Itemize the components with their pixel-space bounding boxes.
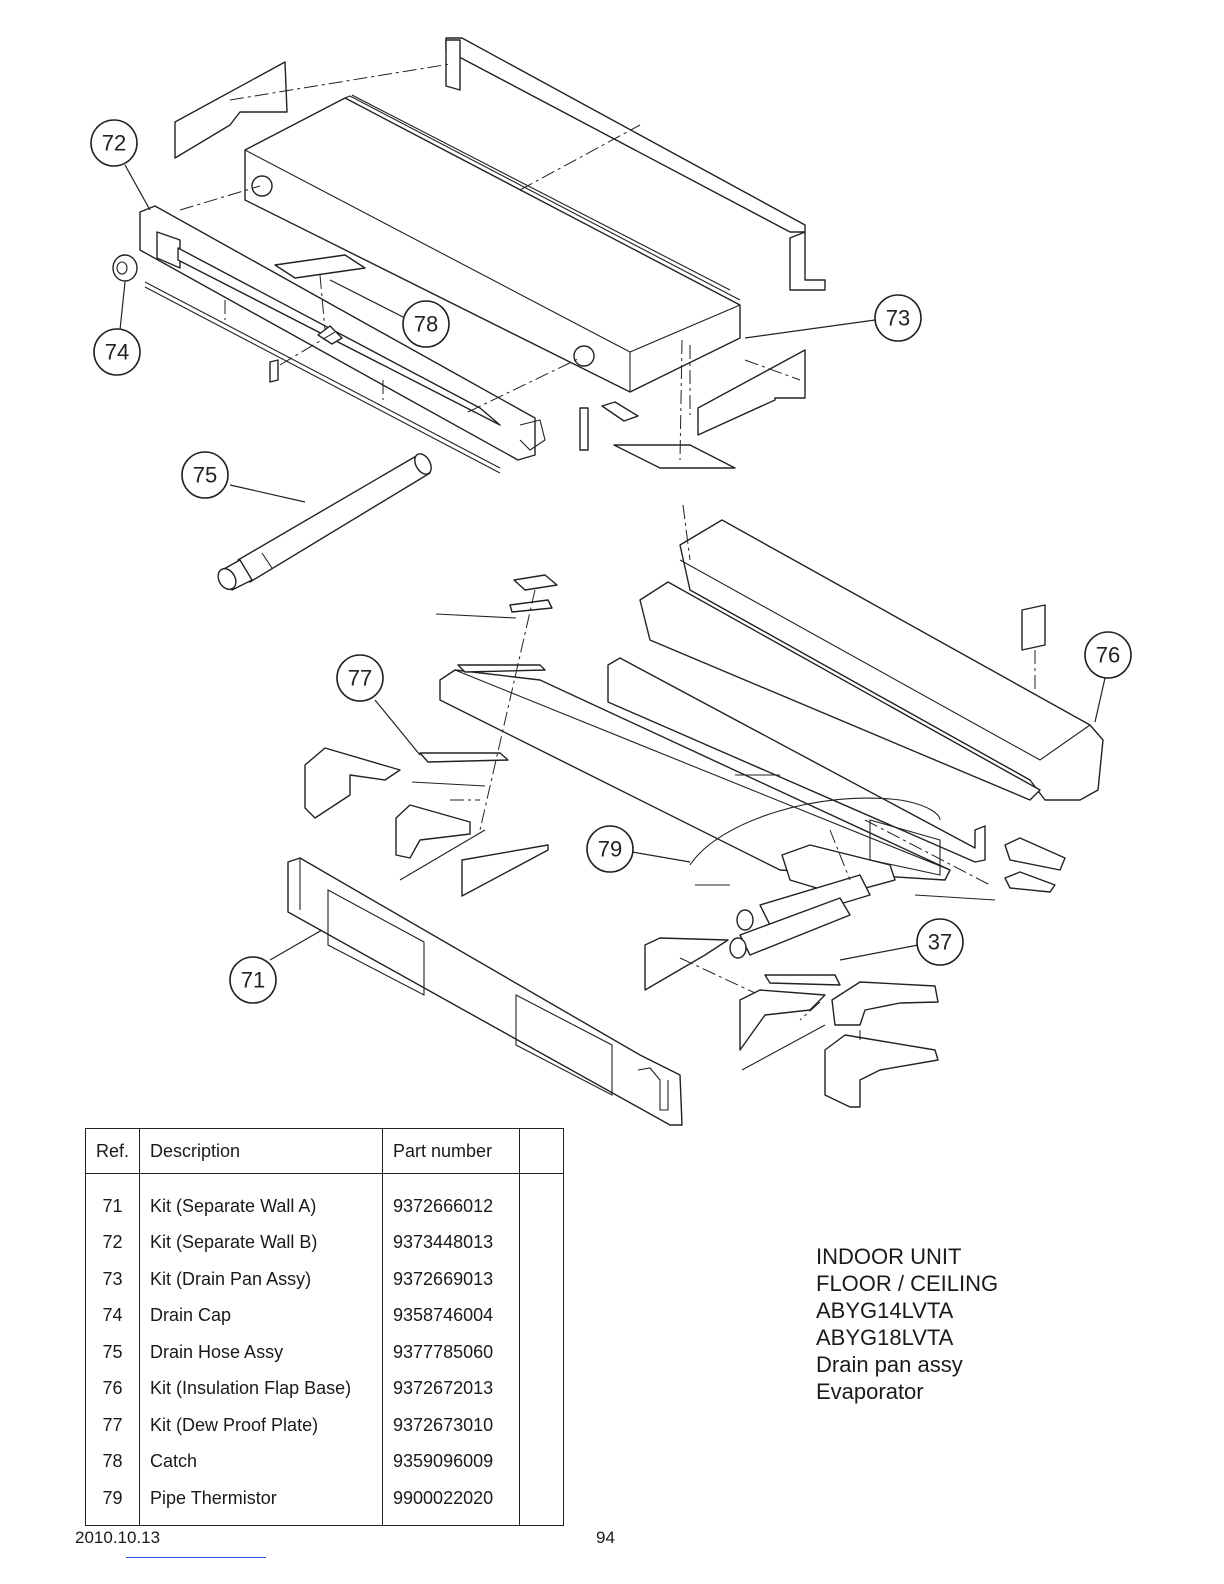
row-part-number: 9373448013 <box>382 1224 521 1261</box>
header-part-number: Part number <box>382 1128 521 1174</box>
exploded-parts-diagram: 72 74 78 73 75 76 77 79 37 71 <box>90 37 1132 1126</box>
table-row: 78 Catch 9359096009 <box>84 1443 565 1480</box>
table-row: 71 Kit (Separate Wall A) 9372666012 <box>84 1173 565 1225</box>
row-extra <box>519 1173 565 1225</box>
row-extra <box>519 1480 565 1525</box>
footer-date: 2010.10.13 <box>75 1528 161 1547</box>
callout-74-label: 74 <box>105 340 129 365</box>
callout-37: 37 <box>916 918 964 966</box>
model-info: INDOOR UNIT FLOOR / CEILING ABYG14LVTA A… <box>816 1243 998 1405</box>
assembly-name: Drain pan assy <box>816 1352 963 1377</box>
callout-76: 76 <box>1084 631 1132 679</box>
row-ref: 75 <box>84 1334 141 1371</box>
header-description: Description <box>139 1128 384 1174</box>
row-description: Kit (Separate Wall A) <box>139 1173 384 1225</box>
row-description: Drain Cap <box>139 1297 384 1334</box>
row-part-number: 9372669013 <box>382 1261 521 1298</box>
row-extra <box>519 1224 565 1261</box>
row-ref: 74 <box>84 1297 141 1334</box>
row-description: Catch <box>139 1443 384 1480</box>
model-number-2: ABYG18LVTA <box>816 1325 954 1350</box>
callout-71: 71 <box>229 956 277 1004</box>
leader-lines <box>119 164 1106 961</box>
row-extra <box>519 1370 565 1407</box>
row-ref: 72 <box>84 1224 141 1261</box>
insulation-flap-base <box>607 504 1104 863</box>
page-number: 94 <box>596 1528 615 1547</box>
row-description: Kit (Separate Wall B) <box>139 1224 384 1261</box>
callout-72-label: 72 <box>102 131 126 156</box>
callout-75: 75 <box>181 451 229 499</box>
parts-table: Ref. Description Part number 71 Kit (Sep… <box>84 1128 565 1526</box>
evaporator <box>439 669 1066 959</box>
callout-73: 73 <box>874 294 922 342</box>
unit-type: INDOOR UNIT <box>816 1244 962 1269</box>
table-row: 75 Drain Hose Assy 9377785060 <box>84 1334 565 1371</box>
callout-76-label: 76 <box>1096 643 1120 668</box>
table-row: 72 Kit (Separate Wall B) 9373448013 <box>84 1224 565 1261</box>
table-header-row: Ref. Description Part number <box>84 1128 565 1174</box>
row-part-number: 9372666012 <box>382 1173 521 1225</box>
row-description: Pipe Thermistor <box>139 1480 384 1525</box>
row-part-number: 9358746004 <box>382 1297 521 1334</box>
row-part-number: 9372672013 <box>382 1370 521 1407</box>
callout-73-label: 73 <box>886 306 910 331</box>
drain-cap <box>112 254 138 282</box>
row-ref: 79 <box>84 1480 141 1525</box>
row-ref: 78 <box>84 1443 141 1480</box>
table-row: 76 Kit (Insulation Flap Base) 9372672013 <box>84 1370 565 1407</box>
model-number-1: ABYG14LVTA <box>816 1298 954 1323</box>
subassembly-name: Evaporator <box>816 1379 924 1404</box>
footer-link-underline[interactable] <box>126 1557 266 1558</box>
header-ref: Ref. <box>84 1128 141 1174</box>
callout-72: 72 <box>90 119 138 167</box>
separate-wall-b <box>139 185 589 474</box>
row-extra <box>519 1261 565 1298</box>
separate-wall-a <box>287 857 683 1126</box>
row-description: Kit (Drain Pan Assy) <box>139 1261 384 1298</box>
row-ref: 77 <box>84 1407 141 1444</box>
drain-hose <box>217 453 432 591</box>
callout-77: 77 <box>336 654 384 702</box>
row-extra <box>519 1334 565 1371</box>
row-description: Kit (Insulation Flap Base) <box>139 1370 384 1407</box>
row-extra <box>519 1443 565 1480</box>
row-extra <box>519 1407 565 1444</box>
table-row: 74 Drain Cap 9358746004 <box>84 1297 565 1334</box>
callout-78: 78 <box>402 300 450 348</box>
callout-79-label: 79 <box>598 837 622 862</box>
row-description: Kit (Dew Proof Plate) <box>139 1407 384 1444</box>
callout-71-label: 71 <box>241 968 265 993</box>
dew-proof-plates <box>304 574 558 897</box>
row-part-number: 9372673010 <box>382 1407 521 1444</box>
unit-mount: FLOOR / CEILING <box>816 1271 999 1296</box>
lower-right-parts <box>644 937 939 1108</box>
row-ref: 71 <box>84 1173 141 1225</box>
row-description: Drain Hose Assy <box>139 1334 384 1371</box>
callout-77-label: 77 <box>348 666 372 691</box>
table-row: 79 Pipe Thermistor 9900022020 <box>84 1480 565 1525</box>
table-row: 73 Kit (Drain Pan Assy) 9372669013 <box>84 1261 565 1298</box>
callout-37-label: 37 <box>928 930 952 955</box>
callout-75-label: 75 <box>193 463 217 488</box>
row-ref: 76 <box>84 1370 141 1407</box>
row-part-number: 9900022020 <box>382 1480 521 1525</box>
row-ref: 73 <box>84 1261 141 1298</box>
callout-79: 79 <box>586 825 634 873</box>
drain-pan-assembly <box>174 37 826 469</box>
row-extra <box>519 1297 565 1334</box>
callout-74: 74 <box>93 328 141 376</box>
callout-78-label: 78 <box>414 312 438 337</box>
table-row: 77 Kit (Dew Proof Plate) 9372673010 <box>84 1407 565 1444</box>
row-part-number: 9359096009 <box>382 1443 521 1480</box>
row-part-number: 9377785060 <box>382 1334 521 1371</box>
header-extra <box>519 1128 565 1174</box>
